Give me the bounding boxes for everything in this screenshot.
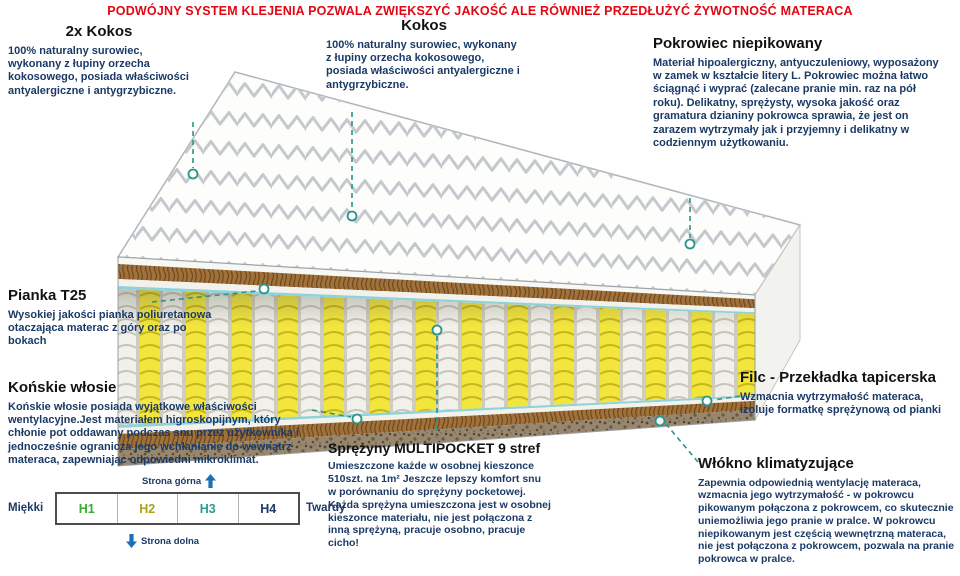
annotation-title: Końskie włosie: [8, 379, 117, 396]
hardness-scale: Strona górna Miękki H1 H2 H3 H4 Twardy S…: [0, 468, 380, 576]
layer-coco-bottom: [118, 400, 755, 449]
hardness-h4: H4: [237, 494, 299, 523]
annotation-title: Pokrowiec niepikowany: [653, 35, 823, 52]
hardness-h3: H3: [177, 494, 238, 523]
annotation-title: Włókno klimatyzujące: [698, 455, 854, 472]
annotation-wlokno: Włókno klimatyzujące Zapewnia odpowiedni…: [698, 455, 956, 566]
annotation-body: Końskie włosie posiada wyjątkowe właściw…: [8, 400, 299, 467]
top-side-label: Strona górna: [142, 474, 217, 488]
annotation-body: Zapewnia odpowiednią wentylację materaca…: [698, 476, 955, 566]
layer-foam-top: [118, 279, 755, 313]
hardness-h1: H1: [78, 501, 95, 516]
annotation-pokrowiec: Pokrowiec niepikowany Materiał hipoalerg…: [653, 35, 949, 150]
annotation-body: Wzmacnia wytrzymałość materaca, izoluje …: [740, 390, 942, 416]
bottom-side-text: Strona dolna: [141, 535, 200, 547]
annotation-title: Kokos: [401, 17, 447, 34]
annotation-body: 100% naturalny surowiec, wykonany z łupi…: [8, 44, 189, 97]
layer-cover-top: [118, 257, 755, 300]
hardness-h2: H2: [116, 494, 178, 523]
annotation-title: Pianka T25: [8, 287, 87, 304]
connector-filc: [713, 395, 741, 401]
annotation-wlosie: Końskie włosie Końskie włosie posiada wy…: [8, 379, 312, 468]
quilting-zigzag-pattern: [118, 72, 800, 295]
banner-headline: PODWÓJNY SYSTEM KLEJENIA POZWALA ZWIĘKSZ…: [107, 4, 853, 18]
top-side-text: Strona górna: [142, 475, 202, 487]
mattress-cross-section: [116, 71, 802, 467]
annotation-title: Sprężyny MULTIPOCKET 9 stref: [328, 440, 541, 456]
annotation-sprezyny: Sprężyny MULTIPOCKET 9 stref Umieszczone…: [328, 440, 552, 550]
annotation-body: Umieszczone każde w osobnej kieszonce 51…: [328, 460, 551, 550]
annotation-kokos: Kokos 100% naturalny surowiec, wykonany …: [326, 17, 522, 92]
layer-coco-top: [118, 264, 755, 309]
hard-label: Twardy: [306, 502, 346, 514]
connector-markers: [187, 168, 713, 427]
connector-wlokno: [665, 423, 699, 463]
layer-fiber-top: [118, 286, 755, 315]
annotation-pianka: Pianka T25 Wysokiej jakości pianka poliu…: [8, 287, 213, 349]
hardness-bar: H1 H2 H3 H4: [55, 492, 300, 525]
layer-foam-bottom: [118, 397, 755, 434]
connector-lines: [151, 112, 741, 463]
annotation-body: Materiał hipoalergiczny, antyuczuleniowy…: [653, 56, 939, 149]
annotation-title: 2x Kokos: [65, 23, 133, 40]
arrow-up-icon: [205, 474, 217, 488]
annotation-body: 100% naturalny surowiec, wykonany z łupi…: [326, 38, 520, 91]
connector-wlosie: [311, 409, 352, 418]
annotation-body: Wysokiej jakości pianka poliuretanowa ot…: [8, 308, 212, 348]
arrow-down-icon: [126, 534, 137, 548]
annotation-filc: Filc - Przekładka tapicerska Wzmacnia wy…: [740, 369, 952, 417]
bottom-side-label: Strona dolna: [126, 534, 199, 548]
annotation-title: Filc - Przekładka tapicerska: [740, 369, 936, 386]
front-face-outline: [117, 256, 756, 467]
annotation-2x-kokos: 2x Kokos 100% naturalny surowiec, wykona…: [8, 23, 190, 98]
soft-label: Miękki: [8, 502, 44, 514]
